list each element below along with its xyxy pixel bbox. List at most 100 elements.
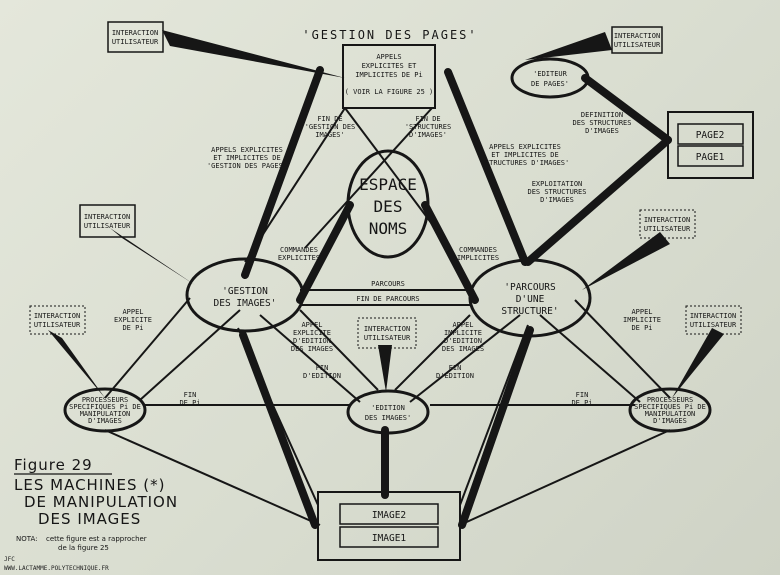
svg-text:'EDITEUR: 'EDITEUR: [533, 70, 568, 78]
svg-text:INTERACTION: INTERACTION: [364, 325, 410, 333]
svg-text:PROCESSEURS: PROCESSEURS: [82, 396, 128, 404]
diagram-title: 'GESTION DES PAGES': [302, 28, 477, 42]
svg-text:APPELS: APPELS: [376, 53, 401, 61]
svg-text:WWW.LACTAMME.POLYTECHNIQUE.FR: WWW.LACTAMME.POLYTECHNIQUE.FR: [4, 565, 109, 572]
figure-caption: Figure 29 LES MACHINES (*) DE MANIPULATI…: [14, 456, 177, 552]
figure-nota: NOTA:: [16, 535, 38, 543]
label-commandes-implicites: COMMANDES IMPLICITES: [457, 246, 499, 262]
svg-text:'STRUCTURES D'IMAGES': 'STRUCTURES D'IMAGES': [481, 159, 570, 167]
svg-text:COMMANDES: COMMANDES: [459, 246, 497, 254]
svg-text:DES STRUCTURES: DES STRUCTURES: [572, 119, 631, 127]
interaction-wedges: [48, 30, 724, 398]
svg-text:EXPLICITES ET: EXPLICITES ET: [362, 62, 418, 70]
svg-text:INTERACTION: INTERACTION: [690, 312, 736, 320]
label-fin-pi-right: FIN DE Pi: [571, 391, 592, 407]
svg-text:'STRUCTURES: 'STRUCTURES: [405, 123, 451, 131]
image-stack: IMAGE2 IMAGE1: [317, 491, 461, 561]
svg-text:FIN: FIN: [316, 364, 329, 372]
svg-text:D'EDITION: D'EDITION: [303, 372, 341, 380]
svg-text:D'IMAGES': D'IMAGES': [409, 131, 447, 139]
svg-text:INTERACTION: INTERACTION: [34, 312, 80, 320]
interaction-box-mid-left: INTERACTION UTILISATEUR: [79, 204, 136, 238]
svg-text:IMPLICITE: IMPLICITE: [444, 329, 482, 337]
svg-text:D'IMAGES: D'IMAGES: [653, 417, 687, 425]
interaction-box-low-right: INTERACTION UTILISATEUR: [685, 305, 742, 335]
svg-text:D'IMAGES: D'IMAGES: [88, 417, 122, 425]
label-definition: DEFINITION DES STRUCTURES D'IMAGES: [572, 111, 631, 135]
svg-text:EXPLICITE: EXPLICITE: [293, 329, 331, 337]
svg-text:FIN: FIN: [449, 364, 462, 372]
svg-text:ET IMPLICITES DE: ET IMPLICITES DE: [491, 151, 558, 159]
svg-text:APPEL: APPEL: [122, 308, 143, 316]
svg-text:INTERACTION: INTERACTION: [614, 32, 660, 40]
svg-text:IMAGES': IMAGES': [315, 131, 345, 139]
svg-text:EXPLOITATION: EXPLOITATION: [532, 180, 583, 188]
svg-text:D'EDITION: D'EDITION: [293, 337, 331, 345]
label-appels-structures: APPELS EXPLICITES ET IMPLICITES DE 'STRU…: [481, 143, 570, 167]
svg-text:DES IMAGES': DES IMAGES': [365, 414, 411, 422]
svg-text:DES IMAGES': DES IMAGES': [214, 298, 277, 309]
svg-text:INTERACTION: INTERACTION: [84, 213, 130, 221]
svg-text:'PARCOURS: 'PARCOURS: [504, 282, 556, 293]
label-appel-explicite-pi: APPEL EXPLICITE DE Pi: [114, 308, 152, 332]
svg-text:DES: DES: [374, 197, 403, 216]
svg-text:FIN DE: FIN DE: [317, 115, 342, 123]
svg-text:DE Pi: DE Pi: [122, 324, 143, 332]
label-parcours: PARCOURS: [371, 280, 405, 288]
svg-text:APPEL: APPEL: [631, 308, 652, 316]
svg-text:D'EDITION: D'EDITION: [444, 337, 482, 345]
svg-text:APPEL: APPEL: [452, 321, 473, 329]
processeurs-left-node: PROCESSEURS SPECIFIQUES Pi DE MANIPULATI…: [63, 387, 147, 433]
svg-text:'GESTION DES: 'GESTION DES: [305, 123, 356, 131]
gestion-des-images-node: 'GESTION DES IMAGES': [185, 257, 305, 333]
figure-line1: LES MACHINES (*): [14, 476, 165, 494]
label-exploitation: EXPLOITATION DES STRUCTURES D'IMAGES: [527, 180, 586, 204]
svg-text:UTILISATEUR: UTILISATEUR: [112, 38, 159, 46]
credit: JFC WWW.LACTAMME.POLYTECHNIQUE.FR: [4, 556, 109, 572]
svg-text:EXPLICITE: EXPLICITE: [114, 316, 152, 324]
svg-text:UTILISATEUR: UTILISATEUR: [690, 321, 737, 329]
figure-number: Figure 29: [14, 456, 93, 474]
figure-note1: cette figure est a rapprocher: [46, 535, 147, 543]
page2-label: PAGE2: [696, 130, 725, 141]
label-appel-edition-implicite: APPEL IMPLICITE D'EDITION DES IMAGES: [442, 321, 484, 353]
svg-text:'GESTION: 'GESTION: [222, 286, 268, 297]
interaction-box-top-left: INTERACTION UTILISATEUR: [107, 21, 164, 53]
svg-text:SPECIFIQUES Pi DE: SPECIFIQUES Pi DE: [634, 403, 706, 411]
editeur-de-pages-node: 'EDITEUR DE PAGES': [510, 57, 590, 99]
svg-text:ET IMPLICITES DE: ET IMPLICITES DE: [213, 154, 280, 162]
svg-text:IMPLICITES: IMPLICITES: [457, 254, 499, 262]
svg-text:APPELS EXPLICITES: APPELS EXPLICITES: [211, 146, 283, 154]
svg-text:D'IMAGES: D'IMAGES: [540, 196, 574, 204]
figure-line3: DES IMAGES: [38, 510, 141, 528]
svg-text:FIN DE: FIN DE: [415, 115, 440, 123]
figure-note2: de la figure 25: [58, 544, 109, 552]
interaction-box-center: INTERACTION UTILISATEUR: [357, 317, 417, 349]
svg-text:INTERACTION: INTERACTION: [644, 216, 690, 224]
label-fin-pi-left: FIN DE Pi: [179, 391, 200, 407]
parcours-structure-node: 'PARCOURS D'UNE STRUCTURE': [468, 258, 592, 338]
appels-implicites-box: APPELS EXPLICITES ET IMPLICITES DE Pi ( …: [342, 44, 436, 109]
thick-connectors: [239, 66, 672, 529]
svg-text:STRUCTURE': STRUCTURE': [501, 306, 558, 317]
processeurs-right-node: PROCESSEURS SPECIFIQUES Pi DE MANIPULATI…: [628, 387, 712, 433]
label-fin-edition-left: FIN D'EDITION: [303, 364, 341, 380]
svg-text:UTILISATEUR: UTILISATEUR: [614, 41, 661, 49]
svg-text:ESPACE: ESPACE: [359, 175, 417, 194]
label-commandes-explicites: COMMANDES EXPLICITES: [278, 246, 320, 262]
svg-text:DES IMAGES: DES IMAGES: [291, 345, 333, 353]
svg-text:DE PAGES': DE PAGES': [531, 80, 569, 88]
svg-text:UTILISATEUR: UTILISATEUR: [644, 225, 691, 233]
svg-text:JFC: JFC: [4, 556, 15, 563]
svg-text:IMPLICITE: IMPLICITE: [623, 316, 661, 324]
label-fin-structures: FIN DE 'STRUCTURES D'IMAGES': [405, 115, 451, 139]
svg-text:DEFINITION: DEFINITION: [581, 111, 623, 119]
espace-des-noms-node: ESPACE DES NOMS: [346, 149, 430, 259]
label-appel-implicite-pi: APPEL IMPLICITE DE Pi: [623, 308, 661, 332]
svg-text:FIN: FIN: [576, 391, 589, 399]
svg-text:FIN: FIN: [184, 391, 197, 399]
svg-text:APPELS EXPLICITES: APPELS EXPLICITES: [489, 143, 561, 151]
svg-text:( VOIR LA FIGURE 25 ): ( VOIR LA FIGURE 25 ): [345, 88, 434, 96]
svg-text:UTILISATEUR: UTILISATEUR: [364, 334, 411, 342]
